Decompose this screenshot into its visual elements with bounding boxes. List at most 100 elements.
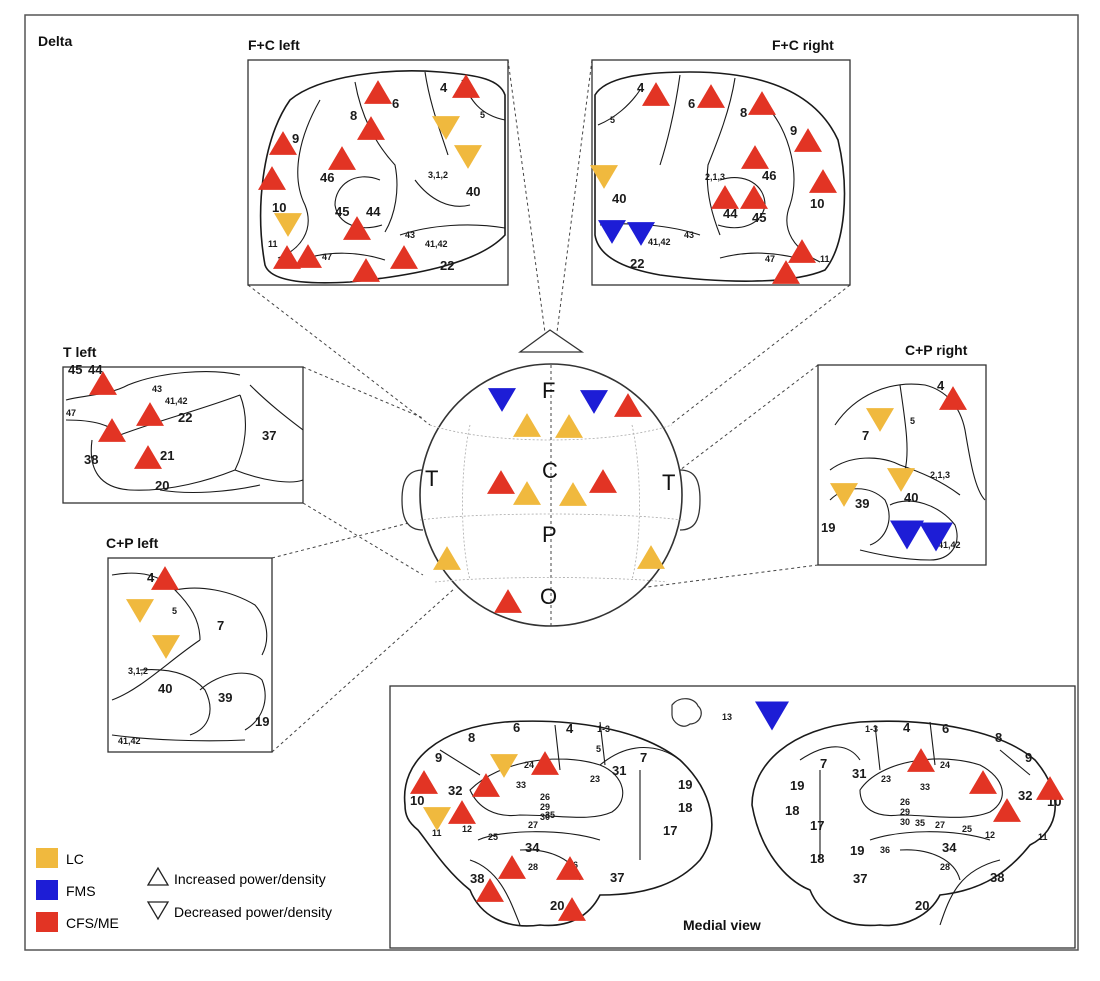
cfs-me-increased-marker [476,878,504,902]
area-label-medial_right-11: 11 [1038,832,1048,842]
lc-decreased-marker [126,599,154,623]
area-label-fc_left-10: 10 [272,200,286,215]
insula-label: 13 [722,712,732,722]
legend-swatch-lc [36,848,58,868]
area-label-fc_right-8: 8 [740,105,747,120]
area-label-medial_right-29: 29 [900,807,910,817]
cfs-me-increased-marker [748,91,776,115]
area-label-fc_left-9: 9 [292,131,299,146]
area-label-fc_left-3_1_2: 3,1,2 [428,170,448,180]
cfs-me-increased-marker [711,185,739,209]
connector-lines [247,59,851,753]
panel-medial: 13 Medial view [389,685,1076,949]
area-label-medial_right-9: 9 [1025,750,1032,765]
panel-title-fc-right: F+C right [772,37,834,53]
legend-swatch-fms [36,880,58,900]
area-label-cp_right-7: 7 [862,428,869,443]
area-label-fc_right-2_1_3: 2,1,3 [705,172,725,182]
area-label-fc_right-6: 6 [688,96,695,111]
area-label-medial_right-6: 6 [942,721,949,736]
area-label-medial_right-28: 28 [940,862,950,872]
area-label-medial_left-10: 10 [410,793,424,808]
band-title: Delta [38,33,72,49]
area-label-medial_left-4: 4 [566,721,574,736]
area-label-medial_right-31: 31 [852,766,866,781]
area-label-medial_left-34: 34 [525,840,540,855]
area-label-cp_left-7: 7 [217,618,224,633]
area-label-medial_left-7: 7 [640,750,647,765]
head-label-p: P [542,522,557,547]
lc-decreased-marker [490,754,518,778]
area-label-cp_left-4: 4 [147,570,155,585]
cfs-me-increased-marker [410,770,438,794]
fms-decreased-marker [598,220,626,244]
area-label-medial_right-17: 17 [810,818,824,833]
head-label-t-left: T [425,466,438,491]
area-label-medial_left-5: 5 [596,744,601,754]
area-label-medial_right-26: 26 [900,797,910,807]
area-label-cp_left-41_42: 41,42 [118,736,141,746]
area-label-medial_right-25: 25 [962,824,972,834]
fms-decreased-marker [919,522,953,552]
cfs-me-increased-marker [741,145,769,169]
area-label-fc_left-45: 45 [335,204,349,219]
cfs-me-increased-marker [498,855,526,879]
legend-label-fms: FMS [66,883,96,899]
cfs-me-increased-marker [907,748,935,772]
lc-decreased-marker [432,116,460,140]
area-label-medial_right-36: 36 [880,845,890,855]
area-label-cp_left-39: 39 [218,690,232,705]
area-label-medial_left-28: 28 [528,862,538,872]
area-label-t_left-41_42: 41,42 [165,396,188,406]
cfs-me-increased-marker [343,216,371,240]
cfs-me-increased-marker [487,470,515,494]
area-label-medial_left-8: 8 [468,730,475,745]
fms-decreased-marker [627,222,655,246]
area-label-medial_right-37: 37 [853,871,867,886]
area-label-t_left-22: 22 [178,410,192,425]
panel-title-t-left: T left [63,344,97,360]
cfs-me-increased-marker [352,258,380,282]
cfs-me-increased-marker [357,116,385,140]
area-label-medial_right-24: 24 [940,760,950,770]
area-label-cp_right-4: 4 [937,378,945,393]
area-label-cp_right-2_1_3: 2,1,3 [930,470,950,480]
area-label-fc_right-11: 11 [820,254,830,264]
cfs-me-increased-marker [452,74,480,98]
area-label-medial_left-20: 20 [550,898,564,913]
cfs-me-increased-marker [89,371,117,395]
head-label-t-right: T [662,470,675,495]
area-label-medial_left-18: 18 [678,800,692,815]
panel-cp-left: C+P left [106,535,273,753]
area-label-medial_right-32: 32 [1018,788,1032,803]
cfs-me-increased-marker [794,128,822,152]
area-label-fc_right-43: 43 [684,230,694,240]
area-label-medial_left-29: 29 [540,802,550,812]
lc-decreased-marker [590,165,618,189]
lc-decreased-marker [887,468,915,492]
area-label-cp_left-40: 40 [158,681,172,696]
area-label-t_left-44: 44 [88,362,103,377]
area-label-fc_left-11: 11 [268,239,278,249]
area-label-t_left-37: 37 [262,428,276,443]
cfs-me-increased-marker [294,244,322,268]
fms-decreased-marker [890,520,924,550]
lc-decreased-marker [454,145,482,169]
area-label-cp_left-5: 5 [172,606,177,616]
cfs-me-increased-marker [788,239,816,263]
fms-decreased-marker [580,390,608,414]
legend-increased: Increased power/density [174,871,326,887]
cfs-me-increased-marker [740,185,768,209]
legend-label-lc: LC [66,851,84,867]
panel-title-medial: Medial view [683,917,761,933]
fms-decreased-marker [488,388,516,412]
decreased-triangle-icon [146,901,170,921]
area-label-fc_left-4: 4 [440,80,448,95]
area-label-medial_right-1_3: 1-3 [865,724,878,734]
legend-swatch-cfs [36,912,58,932]
area-label-fc_right-22: 22 [630,256,644,271]
area-label-t_left-20: 20 [155,478,169,493]
area-label-cp_right-39: 39 [855,496,869,511]
